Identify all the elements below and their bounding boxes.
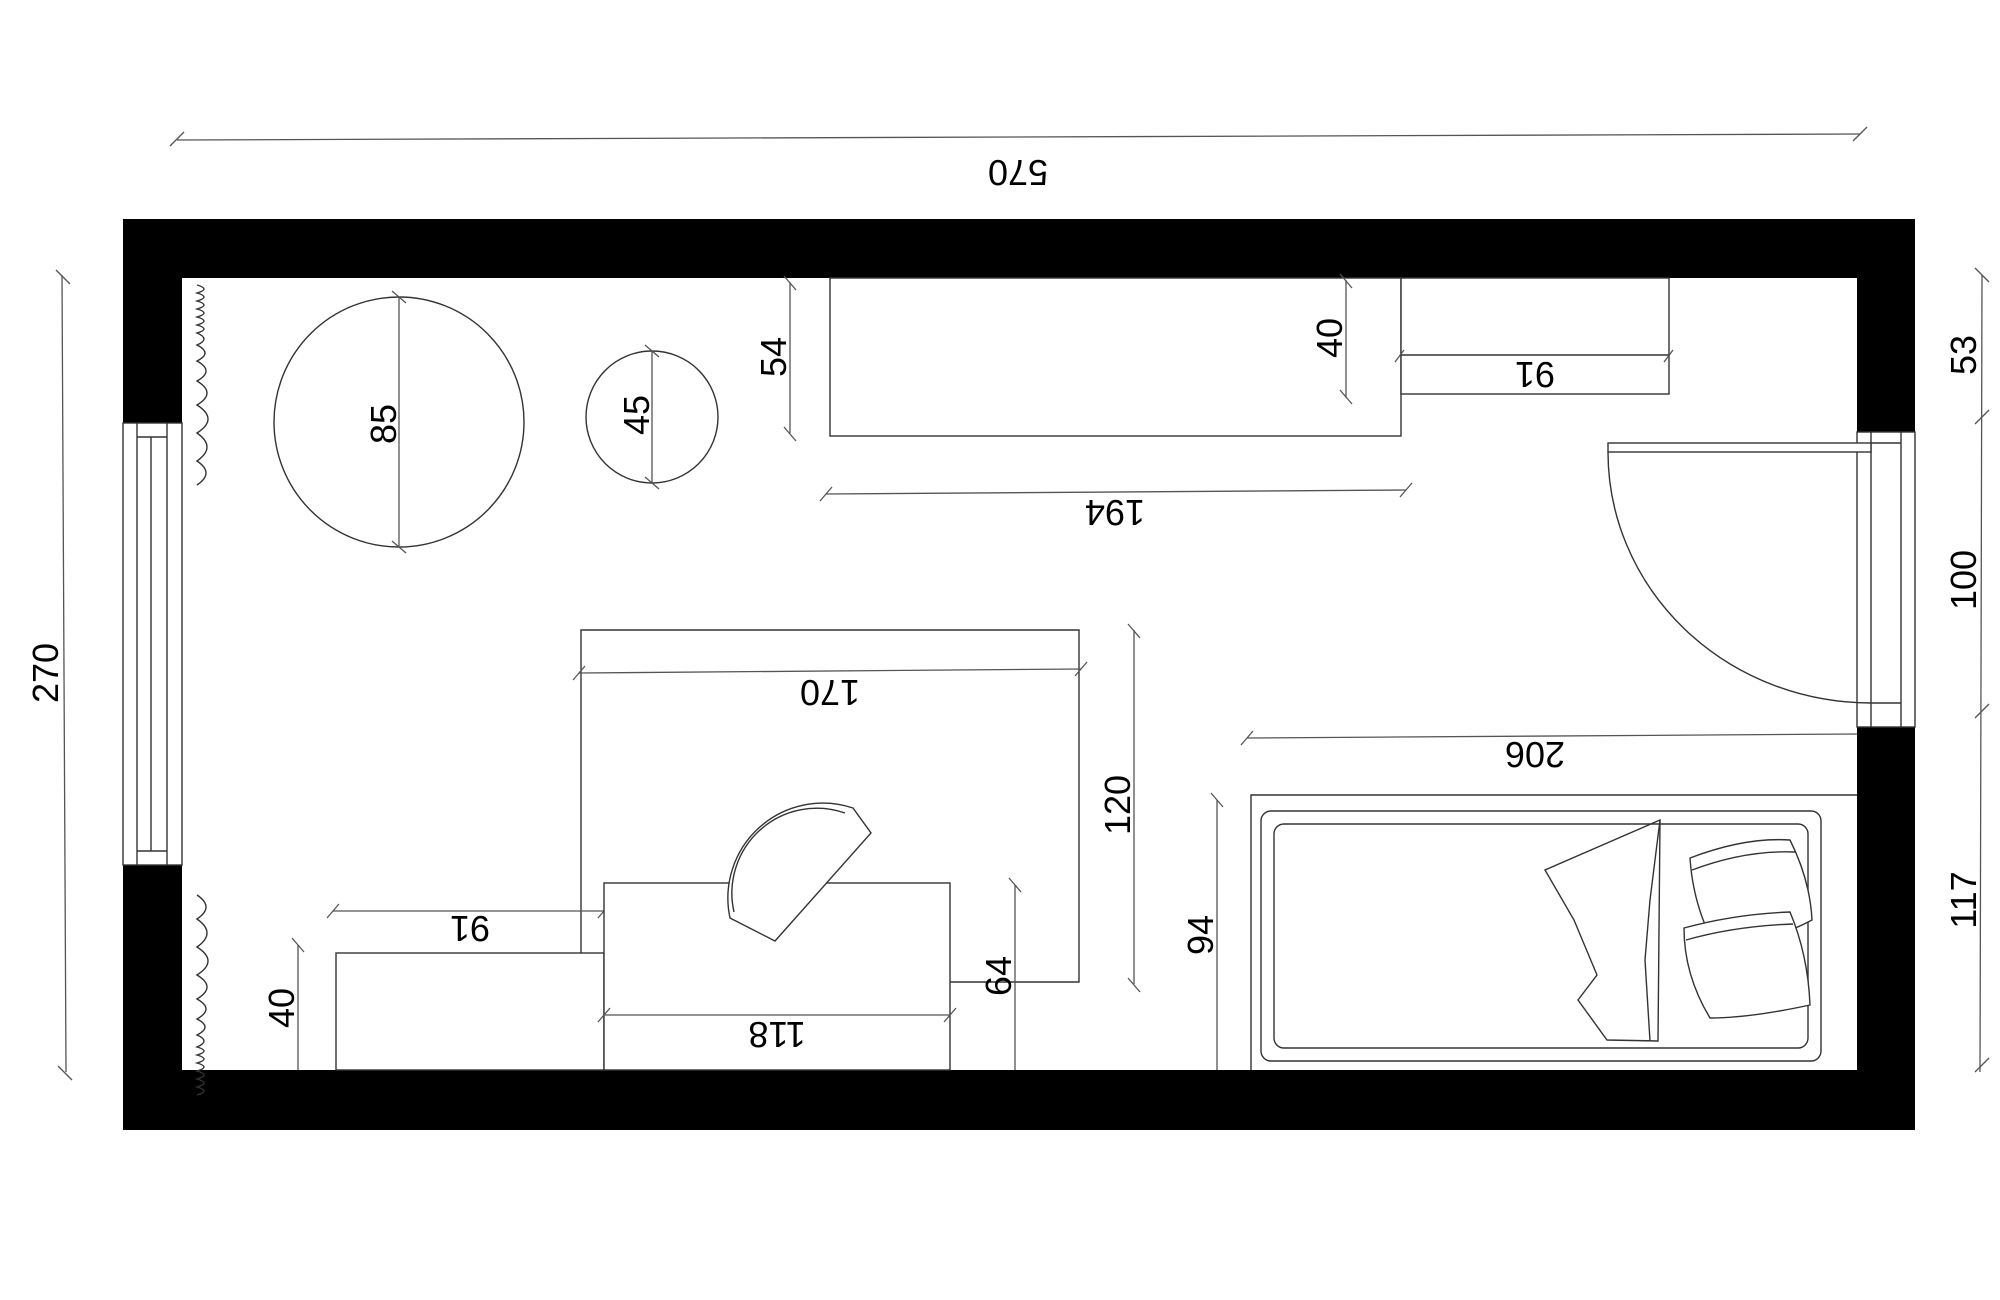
wardrobe: 54 194 <box>753 275 1413 533</box>
label-117: 117 <box>1943 871 1984 928</box>
label-40-side-table: 40 <box>261 988 302 1028</box>
side-table: 91 40 <box>261 903 611 1071</box>
label-118: 118 <box>748 1014 805 1055</box>
curtain-bottom <box>194 894 209 1096</box>
label-85: 85 <box>363 404 404 444</box>
label-91-side-table: 91 <box>450 908 490 949</box>
round-rug-large: 85 <box>273 290 525 554</box>
label-53: 53 <box>1943 335 1984 375</box>
curtain-top <box>194 284 209 486</box>
label-40-shelf: 40 <box>1309 318 1350 358</box>
round-table-small: 45 <box>585 344 719 490</box>
label-45: 45 <box>616 395 657 435</box>
label-94: 94 <box>1180 915 1221 955</box>
desk: 118 64 <box>597 877 1022 1071</box>
label-194: 194 <box>1085 492 1145 533</box>
label-100: 100 <box>1943 550 1984 610</box>
label-64: 64 <box>978 956 1019 996</box>
blanket <box>1544 818 1661 1042</box>
label-270: 270 <box>25 643 66 703</box>
desk-chair <box>727 802 872 942</box>
window-left <box>122 422 183 866</box>
door-right <box>1607 431 1916 728</box>
dimension-overall-height: 270 <box>25 269 73 1081</box>
label-120: 120 <box>1097 775 1138 835</box>
dimension-overall-width: 570 <box>169 126 1868 193</box>
exterior-walls <box>123 219 1915 1130</box>
bed: 94 206 <box>1180 730 1858 1070</box>
desk-area: 170 120 <box>572 623 1141 993</box>
label-170: 170 <box>800 672 860 713</box>
dimension-right-side: 53 100 117 <box>1943 267 1990 1073</box>
label-54: 54 <box>753 337 794 377</box>
shelf: 40 91 <box>1309 273 1674 405</box>
label-570: 570 <box>988 152 1048 193</box>
label-206: 206 <box>1505 734 1565 775</box>
label-91-shelf: 91 <box>1515 354 1555 395</box>
pillows <box>1683 838 1813 1019</box>
